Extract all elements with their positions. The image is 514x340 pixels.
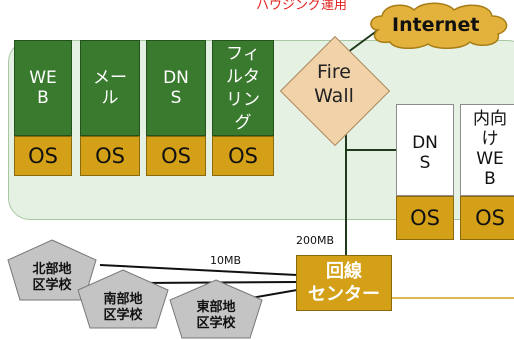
dns-server-os: OS (146, 136, 206, 176)
north-school-shape (7, 239, 97, 301)
east-school-label: 東部地 区学校 (196, 300, 236, 331)
bandwidth-10mb: 10MB (210, 254, 242, 267)
south-school-label: 南部地 区学校 (103, 292, 143, 323)
housing-note: ハウジング運用 (256, 0, 348, 13)
east-school-shape (169, 279, 263, 339)
web-server-os: OS (14, 136, 72, 176)
mail-server-os: OS (80, 136, 140, 176)
filtering-server-os: OS (212, 136, 274, 176)
south-school-shape (77, 269, 169, 329)
line-center: 回線 センター (296, 255, 392, 311)
north-link (99, 264, 298, 276)
internal-web-server-os: OS (460, 196, 514, 240)
internal-web-server: 内向 け WE B (460, 104, 514, 196)
internal-dns-server-os: OS (396, 196, 454, 240)
internet-cloud (370, 2, 508, 49)
internet-label: Internet (392, 14, 480, 36)
firewall-label: Fire Wall (314, 61, 354, 107)
north-school-label: 北部地 区学校 (32, 262, 72, 293)
internal-dns-server: DN S (396, 104, 454, 196)
mail-server: メー ル (80, 40, 140, 136)
web-server: WE B (14, 40, 72, 136)
filtering-server: フィ ルタ リン グ (212, 40, 274, 136)
dns-server: DN S (146, 40, 206, 136)
bandwidth-200mb: 200MB (296, 234, 335, 247)
